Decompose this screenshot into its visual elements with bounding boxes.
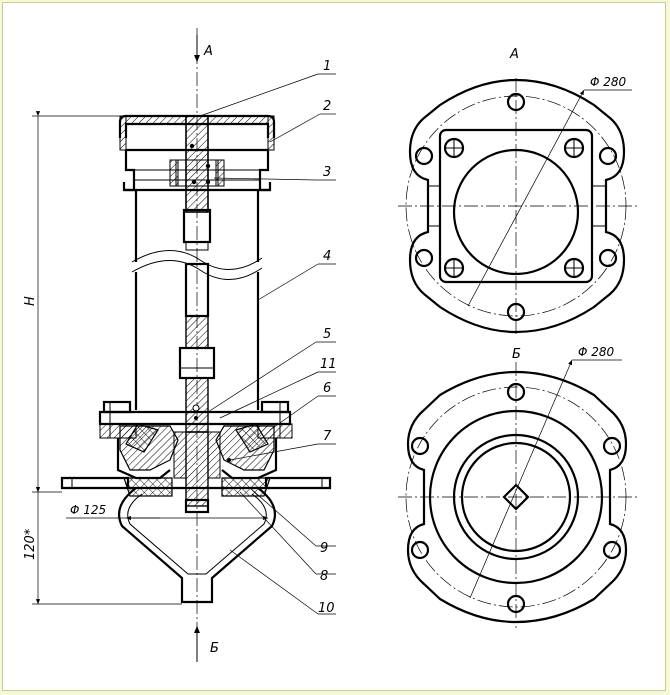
callout-9: 9 [320, 541, 328, 556]
view-a-marker: А [203, 44, 213, 59]
stem [178, 115, 216, 514]
dim-d280-a-label: Φ 280 [590, 75, 627, 89]
dim-h-label: H [23, 296, 38, 306]
callout-leaders [199, 73, 336, 615]
lower-flange [98, 400, 293, 480]
callout-8: 8 [320, 569, 328, 584]
callout-10: 10 [318, 601, 335, 616]
dimension-120: 120* [23, 487, 182, 605]
callout-7: 7 [323, 429, 332, 444]
view-b: Б Φ 280 [398, 345, 638, 628]
view-a-flange-holes [414, 92, 618, 322]
dimension-d125: Φ 125 [66, 503, 268, 521]
callout-2: 2 [323, 99, 331, 114]
seal [123, 477, 271, 497]
callout-3: 3 [323, 165, 331, 180]
view-a: А Φ 280 [398, 47, 638, 336]
callout-1: 1 [323, 59, 331, 74]
callout-4: 4 [323, 249, 331, 264]
callout-11: 11 [320, 357, 337, 372]
callout-5: 5 [323, 327, 331, 342]
section-view: А Б [23, 28, 337, 662]
dim-120-label: 120* [23, 528, 38, 560]
view-a-title: А [509, 47, 519, 62]
view-b-marker: Б [210, 641, 219, 656]
pipe [131, 190, 263, 410]
dimension-H: H [23, 111, 120, 493]
view-a-corner-bolts [443, 137, 585, 279]
dim-d125-label: Φ 125 [70, 503, 106, 517]
bowl [118, 487, 276, 604]
view-b-title: Б [512, 347, 521, 362]
callout-6: 6 [323, 381, 331, 396]
dim-d280-b-label: Φ 280 [578, 345, 615, 359]
view-b-flange-holes [410, 382, 622, 614]
